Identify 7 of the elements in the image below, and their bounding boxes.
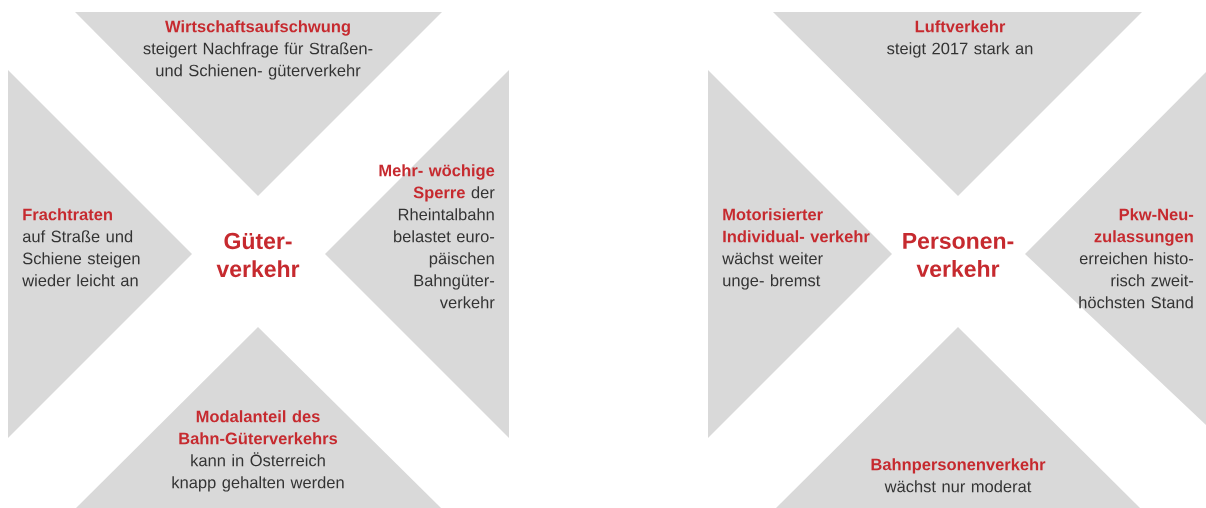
center-label: Güter- verkehr xyxy=(216,232,300,278)
triangle-panel: Motorisierter Individual- verkehr wächst weiter unge- bremst xyxy=(708,70,892,438)
center-label: Personen- verkehr xyxy=(903,232,1014,277)
triangle-panel: Luftverkehr steigt 2017 stark an xyxy=(773,12,1142,196)
triangle-panel: Pkw-Neu- zulassungen erreichen histo- risch zweit- höchsten Stand xyxy=(1025,72,1206,425)
triangle-panel: Modalanteil des Bahn-Güterverkehrs kann in Österreich knapp gehalten werden xyxy=(76,327,441,508)
triangle-panel: Bahnpersonenverkehr wächst nur moderat xyxy=(776,327,1140,508)
